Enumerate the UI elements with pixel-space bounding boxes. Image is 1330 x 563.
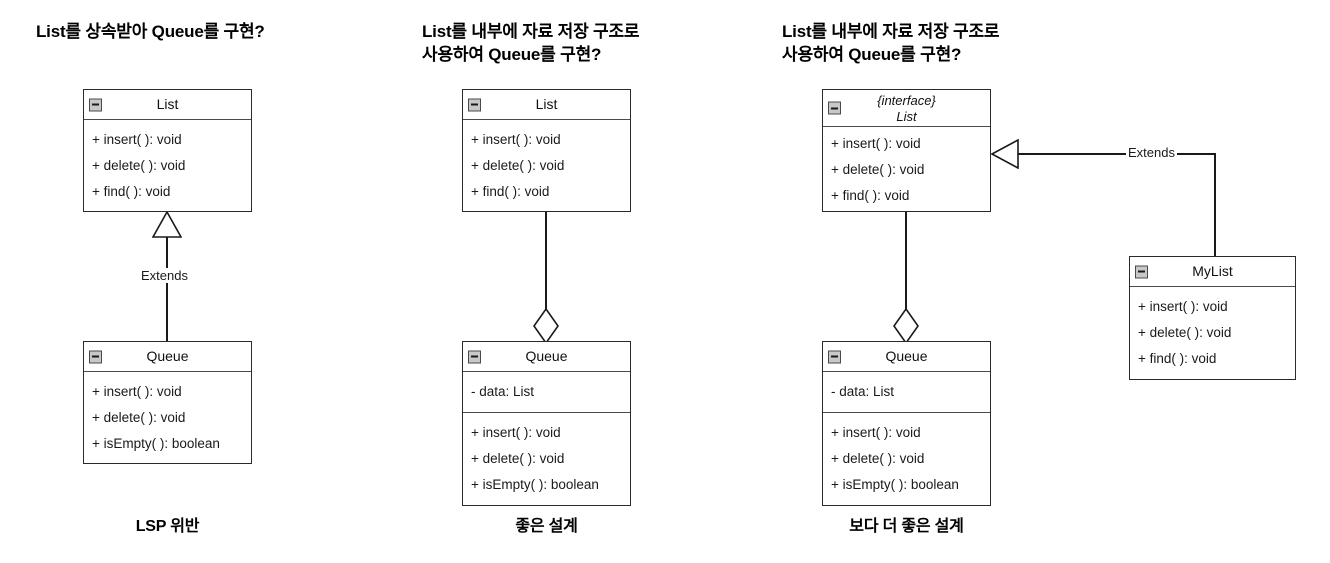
minus-icon[interactable]: [89, 98, 102, 111]
extends-line-vertical-col3: [1214, 153, 1216, 257]
class-name: Queue: [885, 348, 928, 364]
class-box-mylist-col3[interactable]: MyList + insert( ): void + delete( ): vo…: [1129, 256, 1296, 380]
class-name: List: [535, 96, 558, 112]
class-operations-compartment: + insert( ): void + delete( ): void + fi…: [84, 120, 251, 212]
class-box-queue-col3[interactable]: Queue - data: List + insert( ): void + d…: [822, 341, 991, 506]
column-title-3: List를 내부에 자료 저장 구조로 사용하여 Queue를 구현?: [782, 22, 1000, 64]
minus-icon[interactable]: [828, 350, 841, 363]
class-member: + isEmpty( ): boolean: [92, 436, 220, 451]
class-box-list-col2[interactable]: List + insert( ): void + delete( ): void…: [462, 89, 631, 212]
class-member: + insert( ): void: [1138, 299, 1228, 314]
class-member: + delete( ): void: [92, 158, 186, 173]
class-member: + delete( ): void: [1138, 325, 1232, 340]
generalization-triangle-col3: [991, 139, 1019, 169]
class-member: - data: List: [471, 384, 535, 399]
class-header-col2-list: List: [463, 90, 630, 120]
class-stereotype: {interface}: [877, 92, 936, 108]
column-caption-2: 좋은 설계: [515, 518, 578, 535]
class-operations-compartment: + insert( ): void + delete( ): void + fi…: [1130, 287, 1295, 379]
edge-label-extends-col3: Extends: [1126, 145, 1177, 160]
class-attributes-compartment: - data: List: [463, 372, 630, 412]
class-box-queue-col1[interactable]: Queue + insert( ): void + delete( ): voi…: [83, 341, 252, 464]
class-member: - data: List: [831, 384, 895, 399]
class-member: + insert( ): void: [471, 132, 561, 147]
class-header-col3-queue: Queue: [823, 342, 990, 372]
column-title-2: List를 내부에 자료 저장 구조로 사용하여 Queue를 구현?: [422, 22, 640, 64]
class-name: Queue: [146, 348, 189, 364]
class-operations-compartment: + insert( ): void + delete( ): void + fi…: [463, 120, 630, 212]
aggregation-line-col2: [545, 212, 547, 312]
class-name: List: [896, 108, 917, 124]
class-member: + delete( ): void: [92, 410, 186, 425]
class-box-list-col1[interactable]: List + insert( ): void + delete( ): void…: [83, 89, 252, 212]
class-member: + insert( ): void: [831, 136, 921, 151]
class-name: Queue: [525, 348, 568, 364]
generalization-triangle-col1: [152, 212, 182, 238]
class-operations-compartment: + insert( ): void + delete( ): void + is…: [463, 412, 630, 505]
class-member: + insert( ): void: [471, 425, 561, 440]
class-member: + find( ): void: [471, 184, 550, 199]
class-box-list-col3[interactable]: {interface} List + insert( ): void + del…: [822, 89, 991, 212]
class-header-col2-queue: Queue: [463, 342, 630, 372]
minus-icon[interactable]: [89, 350, 102, 363]
minus-icon[interactable]: [468, 98, 481, 111]
class-header-col3-mylist: MyList: [1130, 257, 1295, 287]
minus-icon[interactable]: [1135, 265, 1148, 278]
class-header-col1-list: List: [84, 90, 251, 120]
class-name: MyList: [1192, 263, 1233, 279]
class-operations-compartment: + insert( ): void + delete( ): void + is…: [84, 372, 251, 464]
class-member: + isEmpty( ): boolean: [471, 477, 599, 492]
extends-line-horizontal-col3: [1017, 153, 1216, 155]
class-member: + delete( ): void: [831, 162, 925, 177]
class-box-queue-col2[interactable]: Queue - data: List + insert( ): void + d…: [462, 341, 631, 506]
class-header-col1-queue: Queue: [84, 342, 251, 372]
class-member: + find( ): void: [1138, 351, 1217, 366]
class-member: + isEmpty( ): boolean: [831, 477, 959, 492]
class-member: + insert( ): void: [92, 384, 182, 399]
aggregation-line-col3: [905, 212, 907, 312]
class-member: + insert( ): void: [92, 132, 182, 147]
class-member: + delete( ): void: [831, 451, 925, 466]
aggregation-diamond-col3: [893, 308, 919, 344]
class-operations-compartment: + insert( ): void + delete( ): void + fi…: [823, 127, 990, 216]
class-operations-compartment: + insert( ): void + delete( ): void + is…: [823, 412, 990, 505]
column-title-1: List를 상속받아 Queue를 구현?: [36, 22, 265, 41]
class-header-col3-list: {interface} List: [823, 90, 990, 127]
class-member: + delete( ): void: [471, 451, 565, 466]
class-member: + delete( ): void: [471, 158, 565, 173]
class-member: + find( ): void: [92, 184, 171, 199]
class-name: List: [156, 96, 179, 112]
edge-label-extends-col1: Extends: [139, 268, 190, 283]
column-caption-3: 보다 더 좋은 설계: [849, 518, 964, 535]
column-caption-1: LSP 위반: [135, 518, 200, 535]
generalization-line-col1: [166, 236, 168, 341]
aggregation-diamond-col2: [533, 308, 559, 344]
class-attributes-compartment: - data: List: [823, 372, 990, 412]
minus-icon[interactable]: [828, 101, 841, 115]
minus-icon[interactable]: [468, 350, 481, 363]
class-member: + find( ): void: [831, 188, 910, 203]
class-member: + insert( ): void: [831, 425, 921, 440]
